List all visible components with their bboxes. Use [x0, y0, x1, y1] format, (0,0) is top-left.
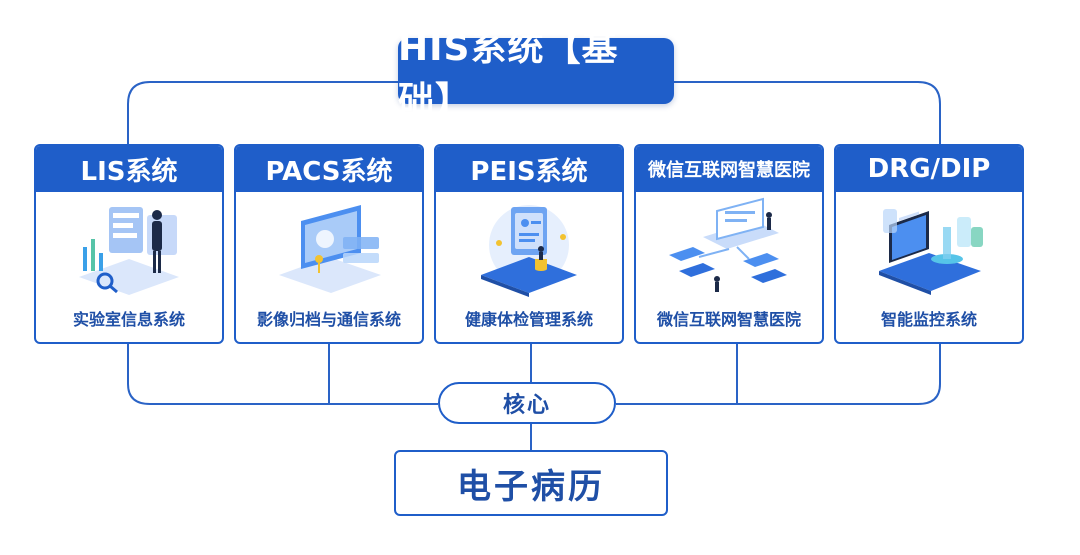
card-wechat-hospital-title: 微信互联网智慧医院 [636, 146, 822, 192]
bottom-connector [127, 344, 941, 405]
card-wechat-hospital: 微信互联网智慧医院 微信互联网智慧医院 [634, 144, 824, 344]
card-peis-title: PEIS系统 [436, 146, 622, 192]
card-pacs: PACS系统 影像归档与通信系统 [234, 144, 424, 344]
card-lis-title: LIS系统 [36, 146, 222, 192]
card-drg-dip: DRG/DIP 智能监控系统 [834, 144, 1024, 344]
emr-title: 电子病历 [457, 466, 605, 507]
laptop-monitor-icon [879, 209, 983, 295]
card-pacs-title: PACS系统 [236, 146, 422, 192]
core-pill: 核心 [438, 382, 616, 424]
card-wechat-hospital-caption: 微信互联网智慧医院 [656, 310, 801, 329]
emr-box: 电子病历 [394, 450, 668, 516]
card-drg-dip-title: DRG/DIP [836, 146, 1022, 192]
top-connector [127, 81, 941, 144]
card-drg-dip-caption: 智能监控系统 [880, 310, 977, 329]
card-lis-caption: 实验室信息系统 [72, 310, 185, 329]
network-platform-icon [669, 197, 787, 292]
lab-analyst-icon [79, 207, 179, 295]
core-label: 核心 [502, 393, 551, 418]
imaging-screen-icon [279, 205, 381, 293]
card-lis: LIS系统 实验室信息系统 [34, 144, 224, 344]
his-system-title: HIS系统【基础】 [398, 28, 619, 121]
card-peis: PEIS系统 健康体检管理系统 [434, 144, 624, 344]
card-pacs-caption: 影像归档与通信系统 [256, 310, 401, 329]
card-peis-caption: 健康体检管理系统 [464, 310, 593, 329]
health-report-icon [481, 205, 577, 297]
his-system-box: HIS系统【基础】 [398, 28, 674, 121]
